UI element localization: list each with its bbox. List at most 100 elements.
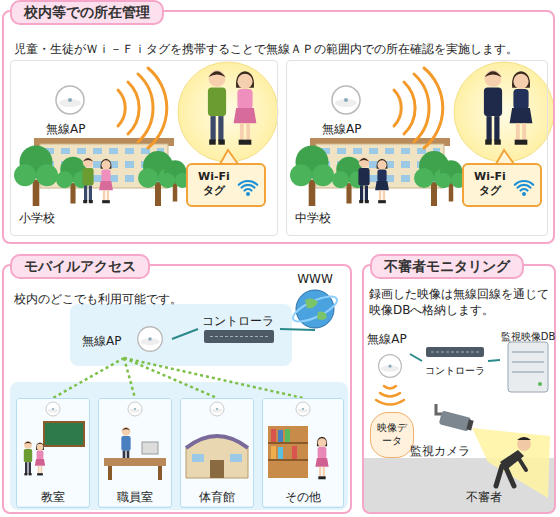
camera-light-part [472, 428, 550, 498]
staffroom-picture-part [142, 442, 158, 454]
node-text: Wi-Fi タグ [192, 170, 236, 199]
video-data-bubble: 映像データ [370, 412, 414, 458]
controller-device-part [426, 347, 484, 357]
other-room-picture-part [271, 429, 276, 442]
section-panel: 不審者モニタリング録画した映像は無線回線を通じて映像DBへ格納します。無線APコ… [362, 264, 556, 514]
text-slot: 校内のどこでも利用可能です。 [14, 288, 254, 307]
elementary-school-scene [14, 62, 278, 207]
text-slot: Wi-Fi タグ [192, 170, 236, 199]
gym-picture-part [186, 436, 248, 478]
room-access-points [46, 402, 310, 416]
room-access-points-part [296, 402, 310, 416]
other-room-picture-part [285, 429, 290, 442]
mobile-access-backdrop-part [262, 398, 344, 506]
text-slot: その他 [263, 486, 343, 505]
wireless-link [124, 358, 303, 398]
section-panel: モバイルアクセス校内のどこでも利用可能です。無線APコントローラWWW教室職員室… [2, 264, 352, 514]
intruder-figure [496, 437, 531, 486]
classroom-picture-part [35, 443, 45, 476]
node-text: 児童・生徒がＷｉ－Ｆｉタグを携帯することで無線ＡＰの範囲内での所在確認を実施しま… [14, 41, 518, 57]
gym-picture-part [192, 454, 204, 462]
access-point-icon [379, 355, 402, 378]
label-text: 監視カメラ [410, 443, 470, 459]
access-point: 無線AP [76, 320, 172, 358]
gym-picture-part [230, 454, 242, 462]
node-text: コントローラ [425, 365, 485, 378]
intruder-figure-part [517, 437, 531, 451]
label-text: 無線AP [322, 121, 361, 137]
controller-device-part [204, 330, 274, 343]
node-text: WWW [297, 271, 333, 287]
controller: コントローラ [422, 342, 488, 380]
radio-waves-part [376, 400, 404, 405]
wifi-tag-box: Wi-Fi タグ [186, 163, 266, 207]
room-access-points-part [128, 402, 142, 416]
text-slot: WWW [286, 268, 344, 287]
other-room-picture-part [278, 430, 283, 442]
controller-device [426, 347, 484, 357]
text-slot: 不審者モニタリング [370, 254, 524, 279]
access-point-icon [138, 327, 163, 352]
network-cable [488, 360, 500, 361]
staffroom-picture-part [104, 458, 166, 466]
node-text: 職員室 [117, 489, 153, 505]
controller: コントローラ [198, 310, 280, 348]
node-text: コントローラ [202, 313, 274, 329]
staffroom-picture-part [158, 466, 162, 480]
gym-picture [186, 436, 248, 478]
network-cable [280, 329, 315, 330]
server-icon [508, 342, 548, 392]
mobile-access-backdrop-part [70, 304, 292, 366]
other-room-picture-part [315, 437, 328, 480]
other-room-picture-part [292, 446, 297, 459]
surveillance-camera-part [439, 410, 474, 432]
node-text: 教室 [41, 489, 65, 505]
text-slot: 無線AP [82, 330, 121, 349]
node-text: 無線AP [367, 331, 406, 347]
wireless-link [53, 358, 124, 398]
text-slot: 無線AP [364, 328, 410, 347]
label-text: 不審者 [466, 489, 502, 505]
text-slot: 教室 [17, 486, 89, 505]
other-room-picture-part [268, 443, 308, 460]
mobile-access-backdrop-part [16, 398, 90, 506]
label-slot: 無線AP [322, 118, 361, 137]
text-slot: Wi-Fi タグ [468, 170, 512, 199]
node-text: 録画した映像は無線回線を通じて映像DBへ格納します。 [369, 286, 553, 318]
radio-waves [376, 386, 404, 405]
mobile-access-backdrop-part [10, 382, 348, 510]
staffroom-picture [104, 427, 166, 480]
internet-globe: WWW [286, 268, 344, 330]
room-box: 職員室 [98, 398, 172, 508]
other-room-picture-part [268, 426, 308, 478]
node-text: 無線AP [82, 333, 121, 349]
node-text: 中学校 [295, 210, 331, 226]
text-slot: 録画した映像は無線回線を通じて映像DBへ格納します。 [369, 286, 553, 318]
classroom-picture-part [24, 441, 32, 476]
classroom-picture-part [44, 422, 84, 446]
text-slot: 映像データ [377, 422, 407, 448]
label-text: 無線AP [46, 121, 85, 137]
mobile-access-backdrop [10, 304, 348, 510]
gym-picture-part [210, 460, 224, 478]
staffroom-picture-part [108, 466, 112, 480]
mobile-access-backdrop-part [98, 398, 172, 506]
intruder-figure-part [516, 454, 526, 470]
text-slot: 職員室 [99, 486, 171, 505]
classroom-picture [24, 422, 84, 475]
mobile-access-backdrop-part [180, 398, 254, 506]
camera-light [472, 428, 550, 498]
room-box: 教室 [16, 398, 90, 508]
node-text: 監視映像DB [501, 331, 556, 344]
access-point: 無線AP [364, 328, 410, 380]
access-point-icon-part [138, 327, 163, 352]
room-box: その他 [262, 398, 344, 508]
server-icon-part [538, 382, 542, 386]
other-room-picture [268, 426, 329, 479]
network-cable [172, 329, 198, 339]
node-text: その他 [285, 489, 321, 505]
node-text: 校内のどこでも利用可能です。 [14, 291, 182, 307]
text-slot: 中学校 [295, 207, 331, 226]
label-slot: 不審者 [466, 486, 502, 505]
